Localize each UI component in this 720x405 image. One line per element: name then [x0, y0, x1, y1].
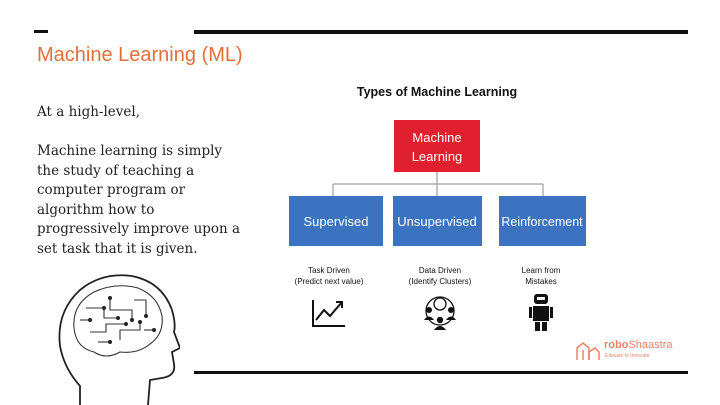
body-line: set task that it is given. [37, 240, 198, 257]
desc-unsupervised-1: Data Driven [419, 266, 461, 275]
branch-label-supervised: Supervised [303, 214, 368, 229]
logo-brand-b: Shaastra [628, 339, 673, 351]
branch-box-supervised [289, 196, 383, 246]
branch-label-unsupervised: Unsupervised [397, 214, 477, 229]
top-rule [194, 30, 688, 34]
robot-icon [529, 294, 553, 331]
line-chart-icon [312, 300, 345, 327]
tree-connectors [332, 172, 544, 196]
lead-text: At a high-level, [37, 104, 141, 120]
brain-head-illustration [58, 274, 180, 405]
body-line: progressively improve upon a [37, 221, 241, 237]
body-line: Machine learning is simply [37, 143, 223, 159]
branch-box-unsupervised [393, 196, 482, 246]
root-label-line1: Machine [412, 130, 461, 145]
root-label-line2: Learning [412, 149, 463, 164]
body-line: algorithm how to [37, 201, 155, 218]
branch-box-reinforcement [499, 196, 586, 246]
branch-label-reinforcement: Reinforcement [501, 215, 583, 229]
desc-supervised-1: Task Driven [308, 266, 350, 275]
logo-mark-icon [576, 342, 600, 360]
body-text: Machine learning is simply the study of … [37, 142, 262, 259]
ml-types-diagram: Types of Machine Learning Machine Learni… [289, 85, 586, 331]
bottom-rule [194, 371, 688, 374]
slide-title: Machine Learning (ML) [37, 44, 243, 66]
body-line: the study of teaching a [37, 162, 195, 179]
desc-unsupervised-2: (Identify Clusters) [409, 277, 472, 286]
logo-tagline: Educate to Innovate [605, 353, 650, 359]
people-cluster-icon [424, 296, 456, 330]
root-node-box [394, 120, 480, 172]
diagram-heading: Types of Machine Learning [357, 85, 517, 99]
top-left-dash [34, 30, 48, 33]
body-line: computer program or [37, 182, 186, 198]
logo-brand-a: robo [604, 339, 629, 351]
desc-supervised-2: (Predict next value) [295, 277, 364, 286]
robo-shaastra-logo: roboShaastra Educate to Innovate [573, 338, 688, 362]
desc-reinforcement-2: Mistakes [525, 277, 557, 286]
desc-reinforcement-1: Learn from [522, 266, 561, 275]
